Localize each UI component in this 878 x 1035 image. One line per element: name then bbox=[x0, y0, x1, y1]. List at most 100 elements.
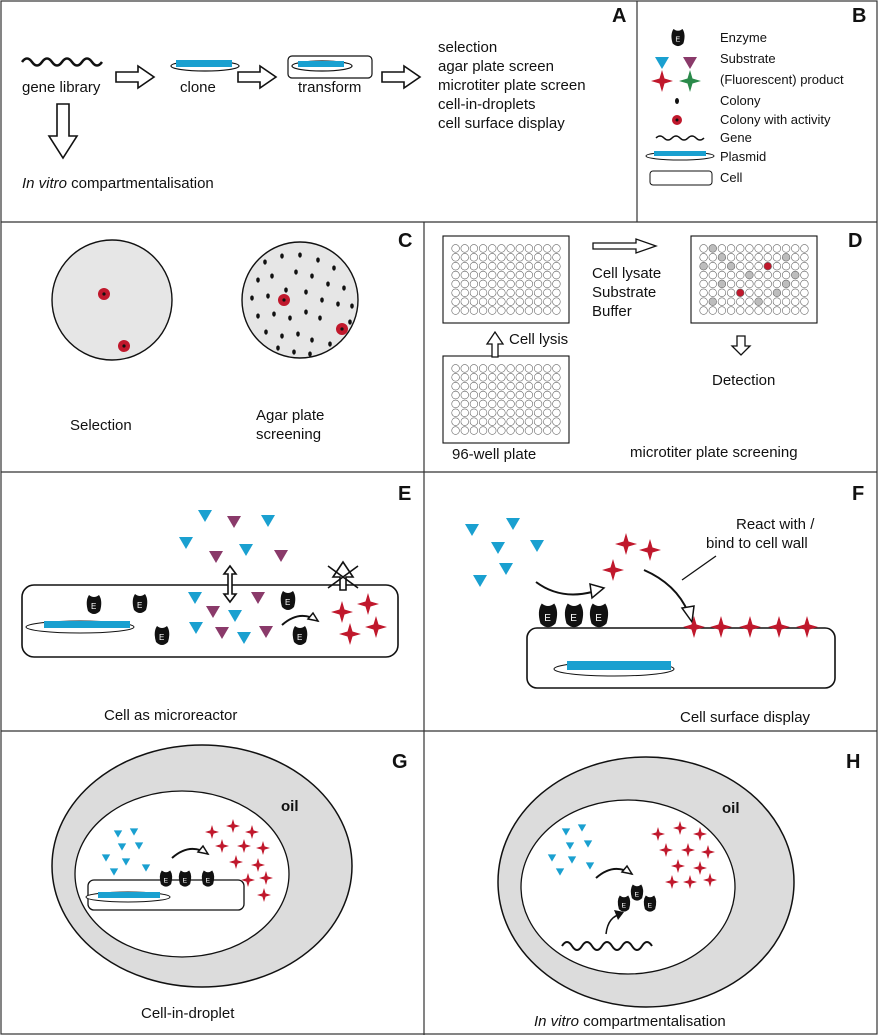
plate-well bbox=[533, 408, 543, 417]
plate-well bbox=[726, 288, 736, 297]
plate-well bbox=[791, 244, 800, 253]
enzyme-icon: E bbox=[630, 884, 644, 901]
panel-f-letter: F bbox=[852, 483, 864, 505]
plate-well bbox=[708, 306, 717, 315]
plate-well bbox=[515, 417, 524, 426]
gene-icon bbox=[655, 135, 705, 141]
plate-well bbox=[800, 253, 809, 262]
ivc-label: In vitro compartmentalisation bbox=[22, 175, 214, 192]
substrate-icon bbox=[683, 57, 697, 69]
panel-a: A gene library clone transform selection… bbox=[20, 5, 626, 192]
plate-well bbox=[524, 270, 534, 280]
plate-well bbox=[745, 297, 754, 306]
plate-well bbox=[736, 279, 745, 289]
blocked-arrow-icon bbox=[331, 560, 355, 591]
plate-well bbox=[552, 382, 561, 391]
panel-g: G oil E E E Cell-in-droplet bbox=[51, 744, 408, 1022]
plate-well bbox=[745, 279, 754, 289]
plate-well bbox=[772, 279, 782, 289]
plate-well bbox=[533, 417, 543, 426]
method-item: agar plate screen bbox=[438, 58, 554, 75]
panel-f-note-1: React with / bbox=[736, 516, 815, 533]
panel-h: H oil E E E In vitro compartmentalisatio… bbox=[497, 751, 860, 1030]
plate-well bbox=[726, 270, 736, 280]
plate-well bbox=[488, 270, 497, 280]
panel-f: F React with / bind to cell wall E E E C… bbox=[465, 483, 864, 726]
plate-well bbox=[717, 279, 727, 289]
plate-well bbox=[478, 399, 488, 409]
plate-well bbox=[506, 417, 515, 426]
plate-well bbox=[754, 297, 763, 306]
svg-text:E: E bbox=[285, 598, 290, 607]
plate-well bbox=[524, 288, 534, 297]
plate-well bbox=[451, 244, 460, 253]
plate-well bbox=[524, 364, 534, 373]
aqueous-droplet bbox=[520, 799, 736, 975]
plate-well bbox=[791, 270, 800, 280]
svg-text:E: E bbox=[544, 613, 551, 624]
plate-well bbox=[543, 306, 552, 315]
plate-well bbox=[717, 270, 727, 280]
arrow-right-icon bbox=[592, 238, 658, 254]
plate-well bbox=[552, 364, 561, 373]
svg-text:E: E bbox=[647, 902, 652, 909]
plate-well bbox=[488, 382, 497, 391]
svg-text:E: E bbox=[675, 35, 680, 44]
plate-well bbox=[524, 297, 534, 306]
double-arrow-icon bbox=[222, 564, 238, 604]
plate-well bbox=[781, 306, 791, 315]
plate-well bbox=[699, 253, 708, 262]
plate-well bbox=[543, 390, 552, 400]
plate-well bbox=[451, 426, 460, 435]
plate-well bbox=[699, 279, 708, 289]
plate-well bbox=[497, 408, 506, 417]
plate-well bbox=[754, 253, 763, 262]
plate-well bbox=[781, 262, 791, 271]
plate-well bbox=[754, 288, 763, 297]
plate-well bbox=[708, 297, 717, 306]
plate-well bbox=[451, 408, 460, 417]
plate-well bbox=[736, 253, 745, 262]
plate-well bbox=[488, 306, 497, 315]
plate-well bbox=[488, 417, 497, 426]
plate-well bbox=[497, 373, 506, 382]
plate-well bbox=[791, 279, 800, 289]
plate-well bbox=[791, 262, 800, 271]
plate-well bbox=[506, 262, 515, 271]
plate-well bbox=[800, 288, 809, 297]
plate-well bbox=[726, 279, 736, 289]
plate-well bbox=[506, 288, 515, 297]
plate-well bbox=[469, 306, 479, 315]
enzyme-icon: E bbox=[643, 895, 657, 912]
plate-well bbox=[736, 306, 745, 315]
gene-icon bbox=[561, 941, 653, 951]
plate-well bbox=[745, 270, 754, 280]
plate-well bbox=[488, 279, 497, 289]
plate-well bbox=[515, 253, 524, 262]
plate-well bbox=[543, 364, 552, 373]
selection-label: Selection bbox=[70, 417, 132, 434]
plate-well bbox=[552, 297, 561, 306]
plate-well bbox=[726, 297, 736, 306]
plate-well bbox=[543, 399, 552, 409]
colony-dots bbox=[250, 252, 354, 357]
svg-text:E: E bbox=[297, 633, 302, 642]
plate-well bbox=[524, 253, 534, 262]
legend-product: (Fluorescent) product bbox=[720, 72, 844, 87]
plate-well bbox=[524, 279, 534, 289]
plate-well bbox=[506, 253, 515, 262]
plate-well bbox=[708, 253, 717, 262]
plate-well bbox=[478, 426, 488, 435]
plate-well bbox=[524, 408, 534, 417]
plate-well bbox=[800, 262, 809, 271]
addition-item: Buffer bbox=[592, 303, 632, 320]
legend-plasmid: Plasmid bbox=[720, 149, 766, 164]
plate-well bbox=[754, 306, 763, 315]
plate-well bbox=[506, 364, 515, 373]
plate-well bbox=[515, 373, 524, 382]
plate-well bbox=[726, 253, 736, 262]
plasmid-insert bbox=[98, 892, 160, 898]
plate-well bbox=[533, 373, 543, 382]
plate-well bbox=[460, 382, 469, 391]
method-list: selection agar plate screen microtiter p… bbox=[438, 39, 586, 132]
